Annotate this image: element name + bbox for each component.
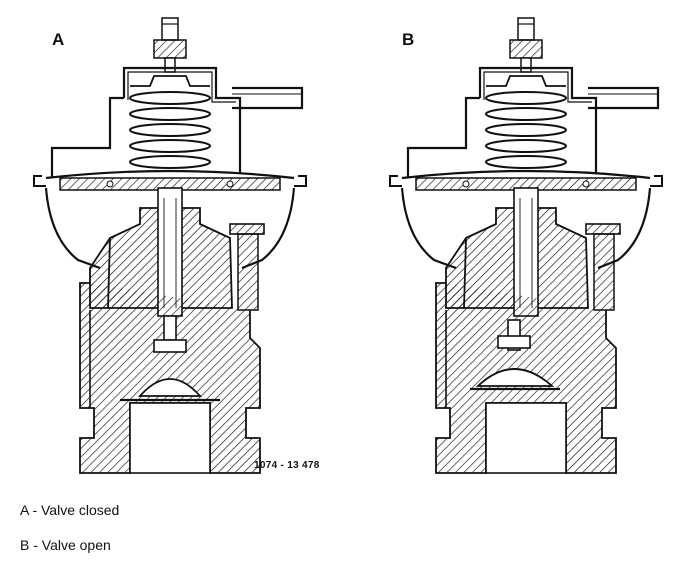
valve-disc-open <box>470 319 560 391</box>
view-b-label: B <box>402 30 415 49</box>
valve-view-a <box>32 16 308 475</box>
figure-reference-number: 1074 - 13 478 <box>254 460 320 471</box>
legend-item-b: B - Valve open <box>20 537 111 553</box>
valve-disc-closed <box>120 315 220 402</box>
valve-diagram <box>32 16 664 475</box>
view-a-label: A <box>52 30 65 49</box>
legend-item-a: A - Valve closed <box>20 502 120 518</box>
valve-view-b <box>388 16 664 475</box>
